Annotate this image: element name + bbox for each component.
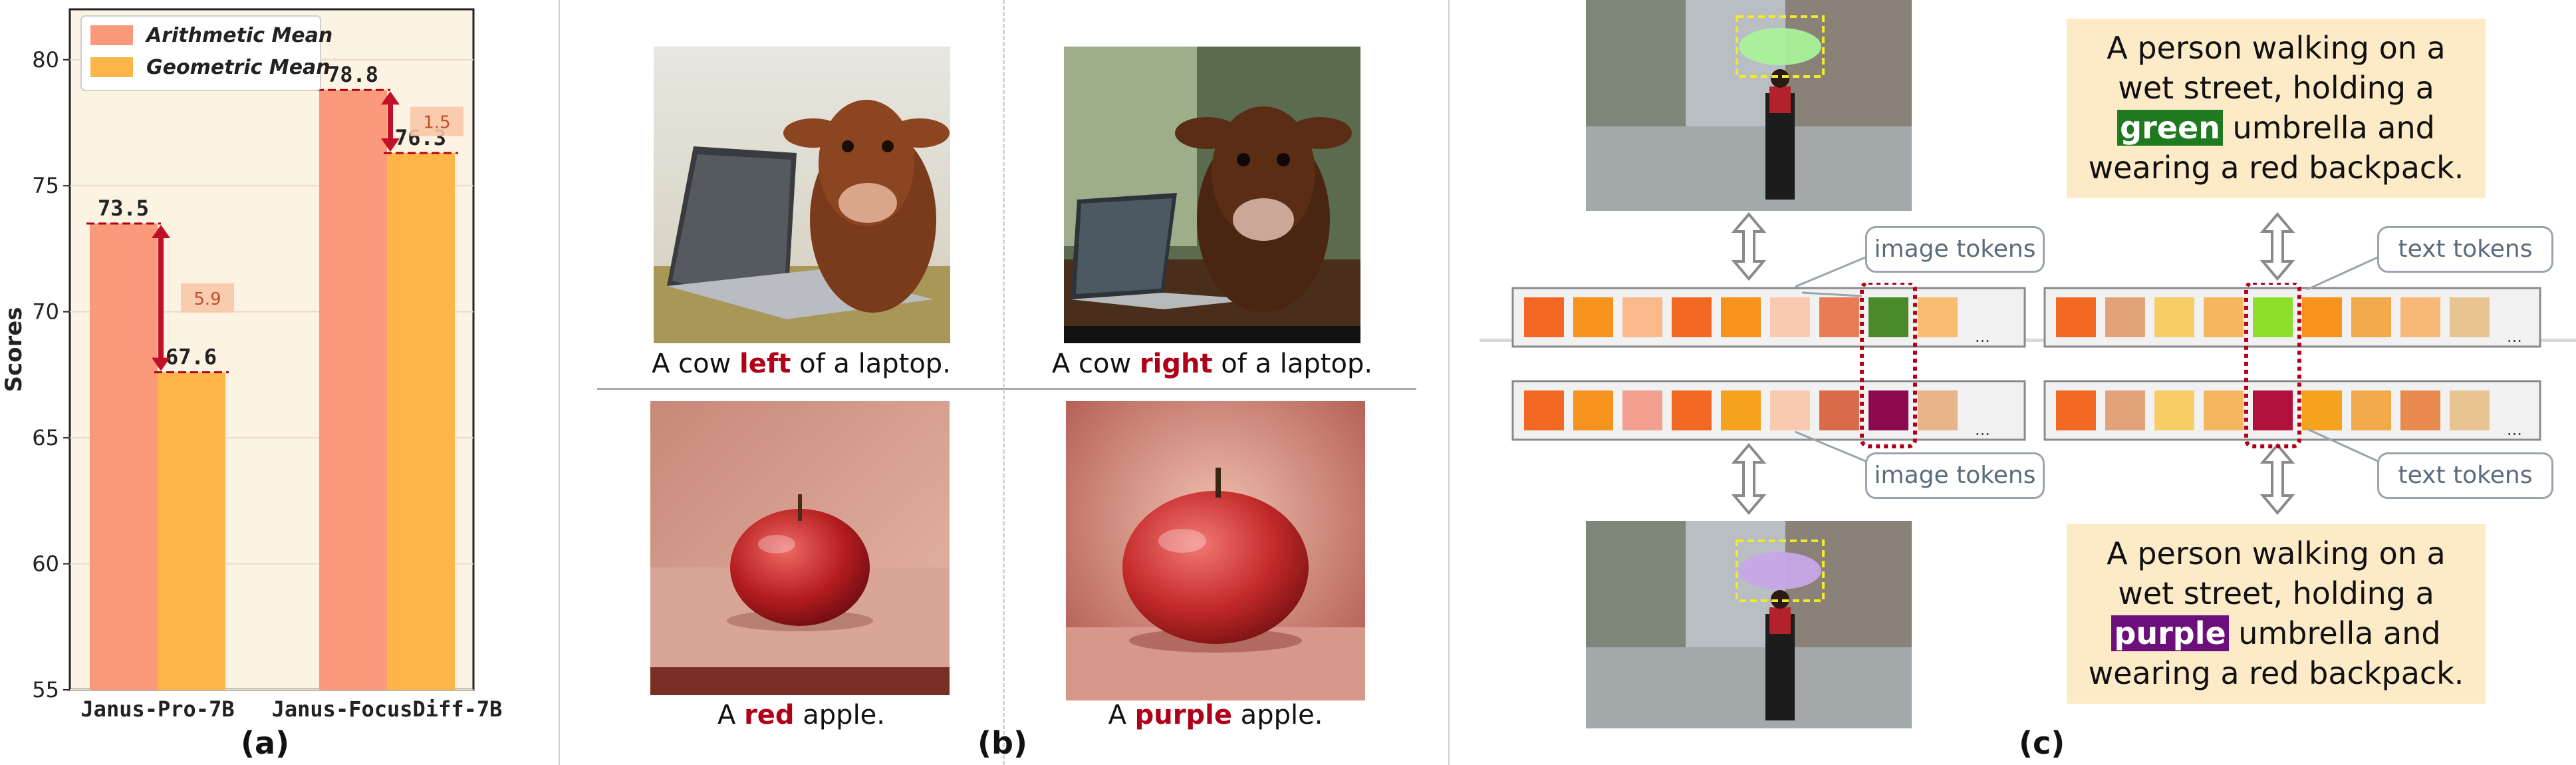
diff-label: 5.9 xyxy=(193,289,221,309)
panel-label-b: (b) xyxy=(977,725,1027,761)
y-tick-label: 75 xyxy=(32,173,59,198)
legend-box xyxy=(80,15,321,91)
y-tick-label: 60 xyxy=(32,551,59,577)
ellipsis: ... xyxy=(2507,327,2522,346)
y-axis-label: Scores xyxy=(1,307,27,392)
callout-text-tokens-top: text tokens xyxy=(2377,226,2553,273)
legend-swatch xyxy=(90,25,133,45)
prompt-text-green: A person walking on a wet street, holdin… xyxy=(2067,19,2486,198)
legend-label: Arithmetic Mean xyxy=(145,24,332,47)
text-token-row-bottom xyxy=(2056,390,2490,430)
separator-b-c xyxy=(1448,0,1450,765)
color-word-purple: purple xyxy=(2111,615,2229,651)
x-tick-label: Janus-Pro-7B xyxy=(80,696,234,722)
callout-connectors xyxy=(1795,255,2381,464)
diff-label-box xyxy=(181,283,234,313)
bar xyxy=(158,372,225,690)
double-arrow-icon xyxy=(2259,442,2295,516)
token-lightgreen xyxy=(2253,297,2293,337)
data-label: 78.8 xyxy=(327,62,378,87)
prompt-text-purple: A person walking on a wet street, holdin… xyxy=(2067,524,2486,704)
token-green xyxy=(1868,297,1908,337)
panel-label-a: (a) xyxy=(241,725,290,761)
diff-arrow-head xyxy=(381,138,400,152)
diff-label: 1.5 xyxy=(423,113,450,133)
ellipsis: ... xyxy=(1975,327,1990,346)
diff-label-box xyxy=(410,106,463,136)
dotted-box-image xyxy=(1860,283,1917,448)
y-tick-label: 70 xyxy=(32,299,59,325)
callout-image-tokens-top: image tokens xyxy=(1865,226,2045,273)
axis-line xyxy=(1480,339,2576,342)
image-token-row-top xyxy=(1524,297,1958,337)
double-arrow-icon xyxy=(2259,212,2295,281)
divider-vertical-dashed xyxy=(1003,0,1005,765)
diff-arrow-head xyxy=(381,91,400,105)
bar xyxy=(90,224,158,690)
caption-cow-left: A cow left of a laptop. xyxy=(652,349,951,379)
ellipsis: ... xyxy=(1975,420,1990,439)
diff-arrow-head xyxy=(152,225,170,239)
token-purple xyxy=(1868,390,1908,430)
cow-right-image xyxy=(1064,47,1360,343)
legend-label: Geometric Mean xyxy=(146,56,330,79)
caption-cow-right: A cow right of a laptop. xyxy=(1051,349,1373,379)
cow-left-image xyxy=(654,47,950,343)
panel-label-c: (c) xyxy=(2019,725,2065,761)
y-tick-label: 65 xyxy=(32,425,59,450)
caption-purple-apple: A purple apple. xyxy=(1108,700,1323,730)
data-label: 73.5 xyxy=(98,196,149,221)
callout-text-tokens-bottom: text tokens xyxy=(2377,452,2553,499)
bar xyxy=(387,152,455,690)
token-bars xyxy=(1511,283,2541,448)
callout-image-tokens-bottom: image tokens xyxy=(1865,452,2045,499)
x-tick-label: Janus-FocusDiff-7B xyxy=(272,696,503,722)
caption-red-apple: A red apple. xyxy=(717,700,886,730)
ellipsis: ... xyxy=(2507,420,2522,439)
divider-horizontal xyxy=(597,388,1416,390)
text-token-row-top xyxy=(2056,297,2490,337)
data-label: 67.6 xyxy=(166,345,217,370)
double-arrow-icon xyxy=(1731,442,1767,516)
street-image-green-umbrella xyxy=(1586,0,1912,211)
bar xyxy=(319,90,387,690)
color-word-green: green xyxy=(2117,110,2223,146)
image-token-row-bottom xyxy=(1524,390,1958,430)
red-apple-image xyxy=(650,401,950,695)
y-tick-label: 55 xyxy=(32,677,59,702)
diff-arrow-head xyxy=(152,357,170,371)
token-crimson xyxy=(2253,390,2293,430)
separator-a-b xyxy=(559,0,560,765)
dotted-box-text xyxy=(2244,283,2301,448)
street-image-purple-umbrella xyxy=(1586,521,1912,728)
purple-apple-image xyxy=(1066,401,1365,700)
y-tick-label: 80 xyxy=(32,47,59,73)
legend-swatch xyxy=(90,57,133,77)
double-arrow-icon xyxy=(1731,212,1767,281)
